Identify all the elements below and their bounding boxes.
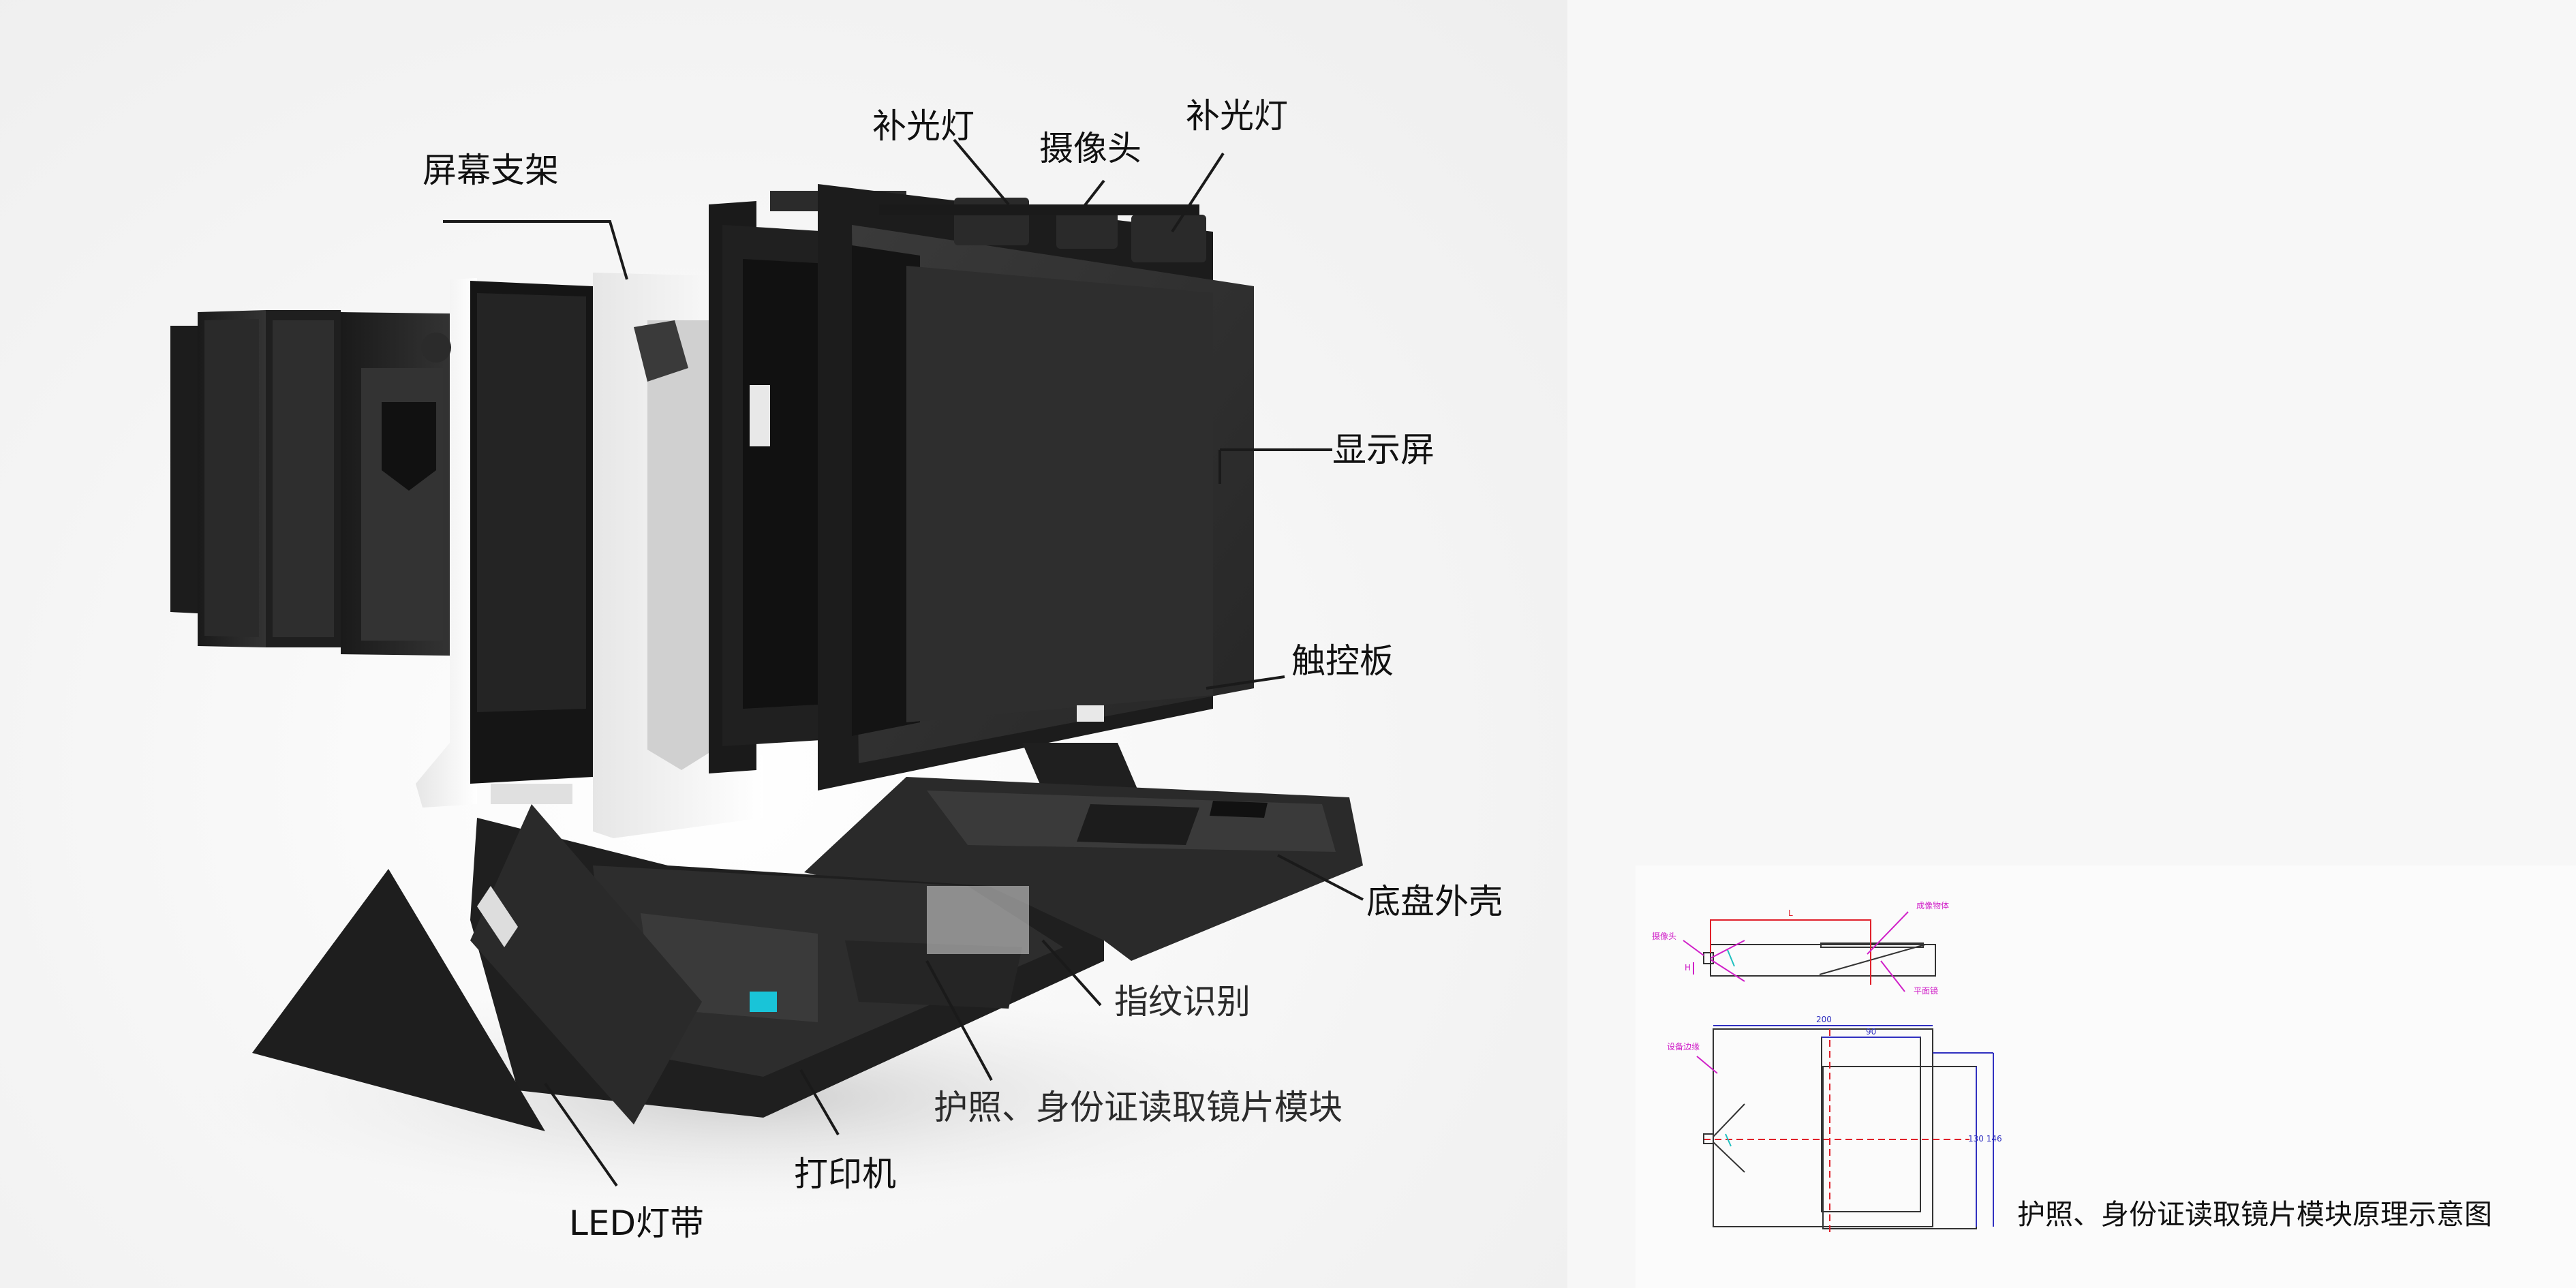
schematic-caption: 护照、身份证读取镜片模块原理示意图 xyxy=(2017,1198,2492,1231)
schematic-dim-90: 90 xyxy=(1866,1027,1877,1037)
side-triangles xyxy=(252,804,702,1131)
schematic-panel xyxy=(1636,865,2576,1288)
schematic-dim-L: L xyxy=(1788,908,1793,918)
schematic-plane-label: 平面镜 xyxy=(1914,986,1939,996)
label-fill-light-right: 补光灯 xyxy=(1186,96,1288,136)
schematic-dim-200: 200 xyxy=(1816,1015,1832,1024)
schematic-dim-right: 130 146 xyxy=(1968,1134,2002,1144)
leader-lines xyxy=(443,138,1364,1187)
label-camera: 摄像头 xyxy=(1039,129,1141,168)
label-led-strip: LED灯带 xyxy=(569,1203,704,1243)
label-screen-bracket: 屏幕支架 xyxy=(423,151,559,190)
schematic-device-label: 设备边缘 xyxy=(1667,1042,1700,1052)
label-printer: 打印机 xyxy=(794,1154,896,1194)
schematic-dim-H: H xyxy=(1685,963,1691,972)
base-shell xyxy=(804,777,1363,961)
label-touch-panel: 触控板 xyxy=(1291,641,1394,681)
schematic-top-view xyxy=(1696,1025,1994,1233)
schematic-side-view xyxy=(1683,911,1936,992)
schematic-camera-label: 摄像头 xyxy=(1652,932,1677,941)
label-display: 显示屏 xyxy=(1332,430,1435,470)
schematic-object-label: 成像物体 xyxy=(1916,901,1950,910)
display-panel xyxy=(818,184,1254,791)
label-fingerprint: 指纹识别 xyxy=(1114,982,1251,1022)
rear-panels xyxy=(170,310,450,656)
label-base-shell: 底盘外壳 xyxy=(1366,882,1503,921)
label-passport-module: 护照、身份证读取镜片模块 xyxy=(934,1088,1343,1127)
white-bracket-front xyxy=(416,278,593,808)
label-fill-light-left: 补光灯 xyxy=(872,106,975,146)
